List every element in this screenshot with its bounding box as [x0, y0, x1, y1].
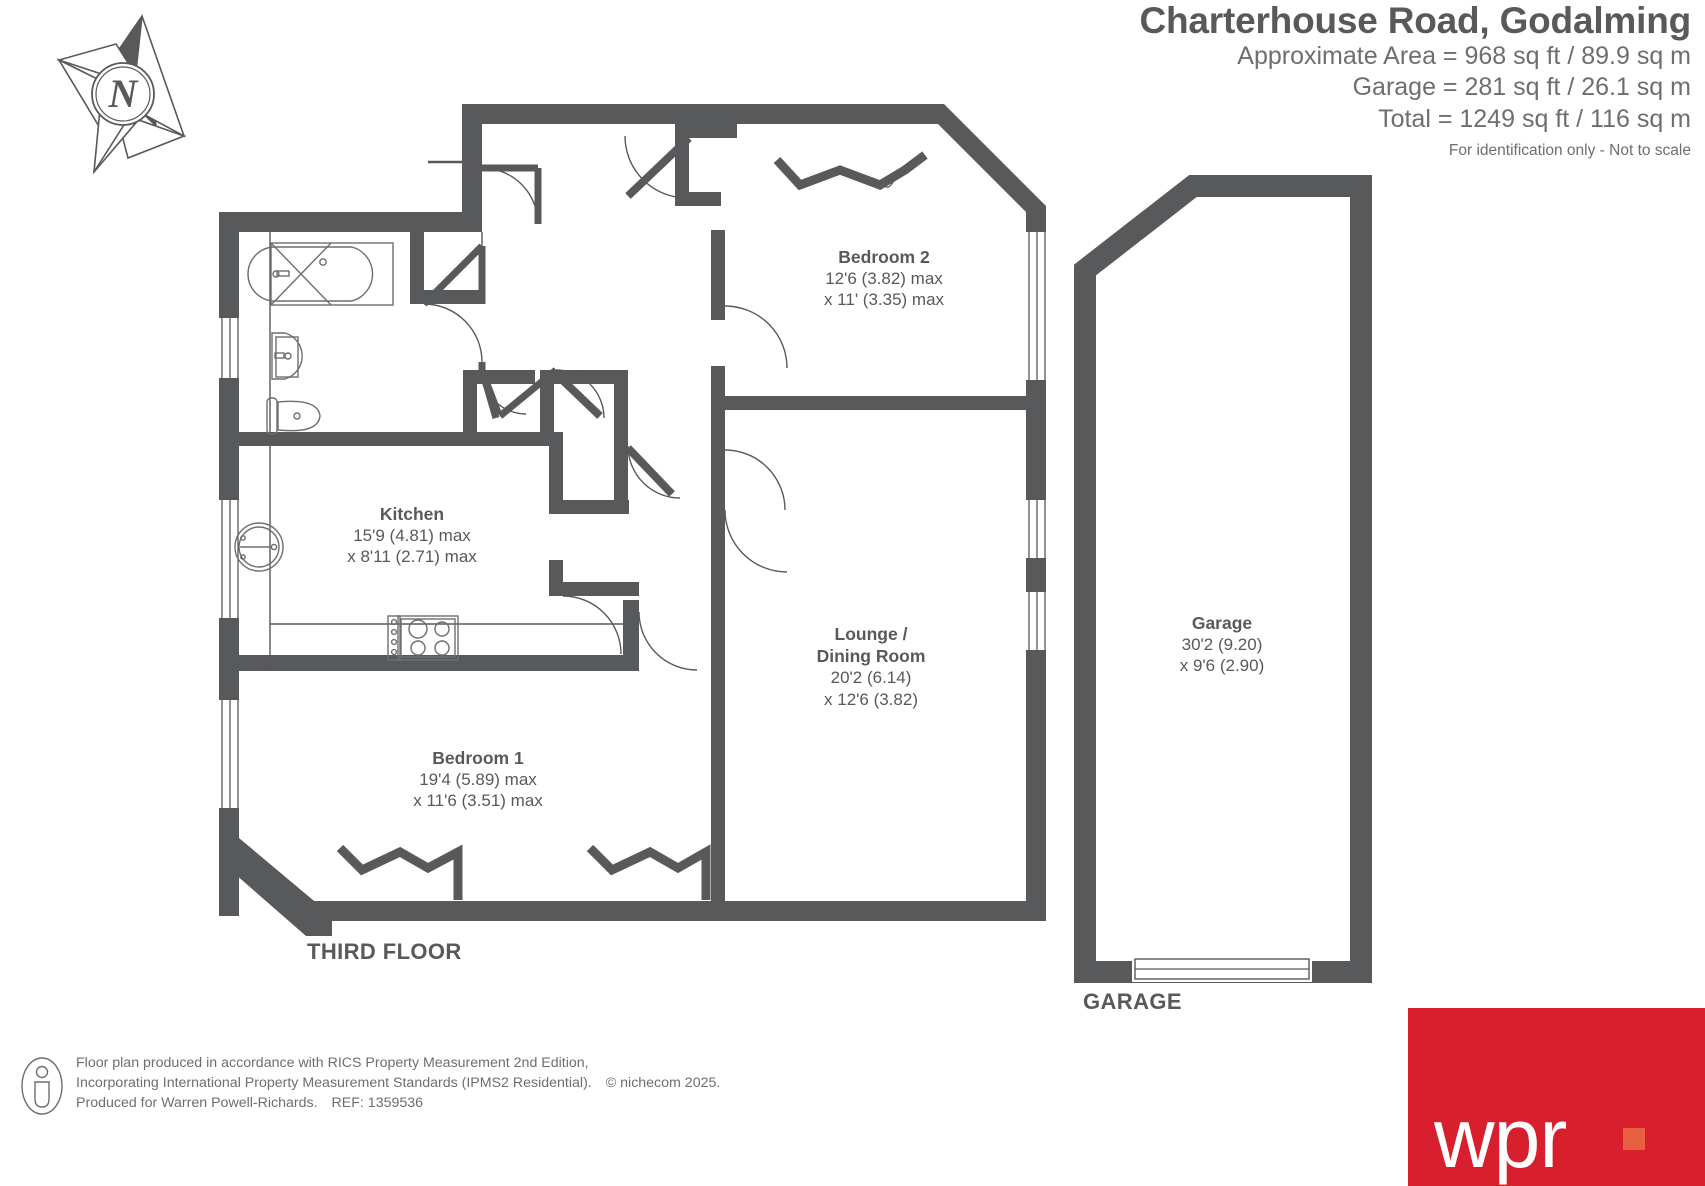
- room-label-bedroom1: Bedroom 1 19'4 (5.89) max x 11'6 (3.51) …: [413, 747, 543, 812]
- person-icon: [21, 1057, 63, 1115]
- room-dim1-bedroom2: 12'6 (3.82) max: [825, 269, 943, 289]
- floor-caption-garage: GARAGE: [1083, 989, 1182, 1014]
- entrance-arrow: [428, 154, 483, 170]
- room-dim1-garage: 30'2 (9.20): [1181, 635, 1263, 655]
- kitchen-fixtures: [234, 522, 459, 661]
- bay-windows: [773, 151, 928, 191]
- room-name-garage: Garage: [1191, 613, 1253, 633]
- footer-produced-for: Produced for Warren Powell-Richards.: [76, 1095, 318, 1112]
- compass-icon: N: [56, 13, 187, 175]
- room-dim2-bedroom1: x 11'6 (3.51) max: [413, 791, 543, 811]
- compass-north-label: N: [108, 71, 140, 116]
- room-label-lounge: Lounge / Dining Room 20'2 (6.14) x 12'6 …: [817, 623, 926, 710]
- wpr-wordmark: wpr: [1434, 1091, 1567, 1185]
- room-dim2-kitchen: x 8'11 (2.71) max: [347, 547, 477, 567]
- room-dim1-bedroom1: 19'4 (5.89) max: [419, 770, 537, 790]
- bay-window-inner-arcs: [792, 175, 897, 188]
- bathroom-fixtures: [247, 242, 394, 435]
- room-dim1-lounge: 20'2 (6.14): [830, 668, 912, 688]
- door-swings: [423, 135, 788, 671]
- folding-door-leaves: [478, 135, 692, 497]
- floor-caption-third-floor: THIRD FLOOR: [307, 939, 462, 964]
- area-line-approx: Approximate Area = 968 sq ft / 89.9 sq m: [1237, 41, 1691, 70]
- footer-line-2a: Incorporating International Property Mea…: [76, 1075, 592, 1092]
- room-name-bedroom2: Bedroom 2: [838, 247, 930, 267]
- page-title: Charterhouse Road, Godalming: [1139, 0, 1691, 41]
- room-label-kitchen: Kitchen 15'9 (4.81) max x 8'11 (2.71) ma…: [347, 503, 477, 568]
- room-dim2-garage: x 9'6 (2.90): [1179, 656, 1265, 676]
- footer-text: Floor plan produced in accordance with R…: [76, 1053, 720, 1113]
- compass-rose: N: [44, 8, 204, 183]
- area-line-total: Total = 1249 sq ft / 116 sq m: [1378, 104, 1691, 133]
- area-disclaimer: For identification only - Not to scale: [1448, 142, 1691, 160]
- room-name-kitchen: Kitchen: [379, 504, 445, 524]
- room-label-bedroom2: Bedroom 2 12'6 (3.82) max x 11' (3.35) m…: [824, 246, 944, 311]
- room-name-lounge-line1: Lounge /: [834, 624, 908, 644]
- wpr-logo-dot: [1623, 1128, 1645, 1150]
- room-label-garage: Garage 30'2 (9.20) x 9'6 (2.90): [1180, 612, 1265, 677]
- room-name-lounge-line2: Dining Room: [816, 646, 926, 667]
- garage-walls: [1074, 175, 1372, 983]
- footer-line-2: Incorporating International Property Mea…: [76, 1073, 720, 1093]
- bottom-bay-windows: [336, 844, 711, 900]
- bottom-bay-arcs: [355, 861, 689, 872]
- room-dim2-bedroom2: x 11' (3.35) max: [823, 290, 945, 310]
- garage-door: [1132, 956, 1312, 982]
- room-dim2-lounge: x 12'6 (3.82): [824, 689, 918, 709]
- apartment-walls: [219, 104, 1046, 936]
- area-line-garage: Garage = 281 sq ft / 26.1 sq m: [1352, 73, 1691, 102]
- windows: [217, 232, 1048, 808]
- room-dim1-kitchen: 15'9 (4.81) max: [353, 526, 471, 546]
- room-name-bedroom1: Bedroom 1: [432, 748, 524, 768]
- header-block: Charterhouse Road, Godalming Approximate…: [1139, 0, 1691, 160]
- wpr-logo: wpr: [1408, 1008, 1705, 1186]
- footer-copyright: © nichecom 2025.: [605, 1075, 721, 1092]
- footer-line-3: Produced for Warren Powell-Richards. REF:…: [76, 1093, 720, 1113]
- footer-ref: REF: 1359536: [331, 1095, 424, 1112]
- footer-line-1: Floor plan produced in accordance with R…: [76, 1055, 589, 1071]
